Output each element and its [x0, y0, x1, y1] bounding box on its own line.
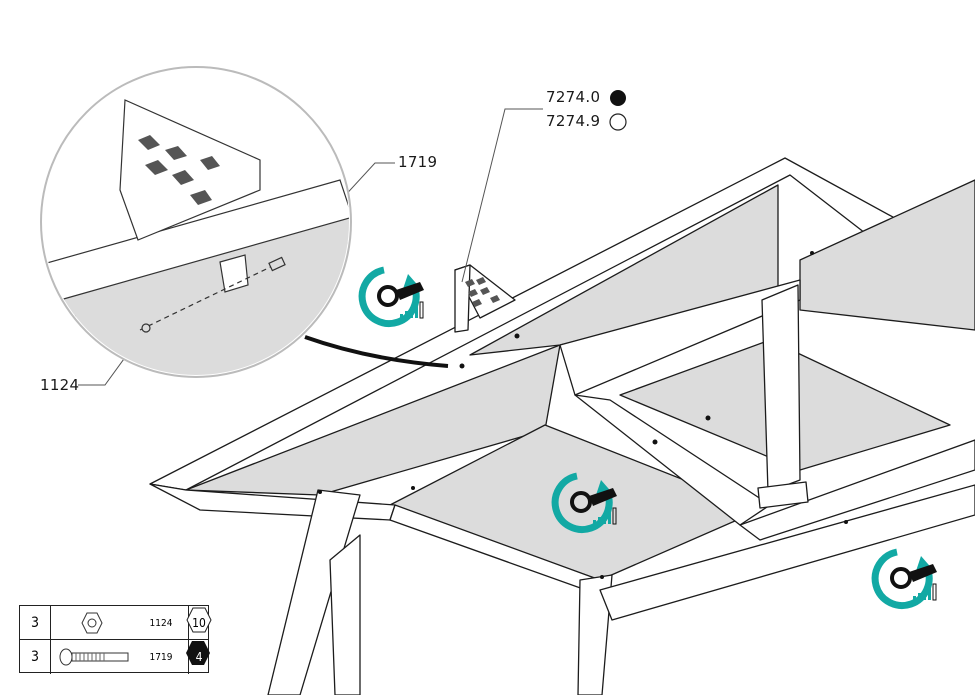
wrench-size-badge: 10 — [186, 606, 212, 640]
part-number-black: 7274.0 — [546, 88, 601, 106]
screw-callout: 1719 — [398, 153, 438, 171]
legend-qty: 3 — [20, 606, 51, 640]
legend-row: 3 1124 10 — [20, 606, 212, 640]
nut-callout: 1124 — [40, 376, 80, 394]
screw-holes — [318, 251, 848, 579]
hex-key-badge: 4 — [186, 640, 210, 674]
wrench-size: 10 — [192, 616, 206, 630]
part-number-white: 7274.9 — [546, 112, 601, 130]
white-swatch — [609, 113, 627, 131]
tighten-icon-right — [875, 552, 937, 606]
hardware-legend: 3 1124 10 3 1719 4 — [19, 605, 212, 674]
net-mesh — [465, 277, 500, 307]
hex-key-size: 4 — [195, 650, 203, 664]
legend-code: 1719 — [149, 651, 173, 663]
legend-row: 3 1719 4 — [20, 639, 210, 674]
legend-code: 1124 — [149, 617, 173, 629]
legend-qty: 3 — [20, 640, 51, 674]
black-swatch — [610, 90, 626, 106]
detail-magnifier — [40, 66, 352, 378]
tighten-icon-net — [362, 270, 424, 324]
table-main — [149, 157, 975, 695]
detail-leader-arrow — [304, 335, 449, 368]
